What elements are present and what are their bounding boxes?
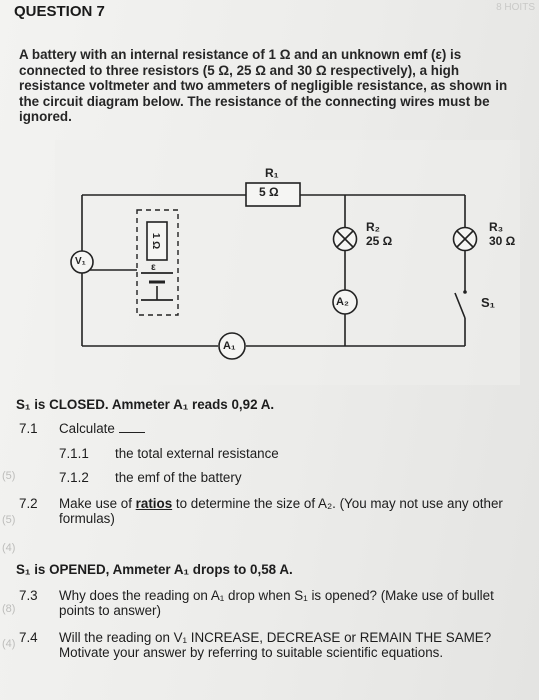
battery-cell xyxy=(141,272,173,301)
ammeter-a2-label: A₂ xyxy=(336,296,349,308)
ammeter-a1-label: A₁ xyxy=(223,340,236,352)
section-opened-heading: S₁ is OPENED, Ammeter A₁ drops to 0,58 A… xyxy=(16,562,293,577)
internal-resistance-label: 1 Ω xyxy=(150,232,162,250)
corner-bleed-text: 8 HOITS xyxy=(496,2,535,13)
emf-label: ε xyxy=(151,262,156,273)
lamp-r2 xyxy=(332,226,358,252)
q73-text: Why does the reading on A₁ drop when S₁ … xyxy=(59,588,494,618)
margin-mark: (5) xyxy=(2,514,16,526)
answer-blank xyxy=(118,432,145,433)
question-title: QUESTION 7 xyxy=(14,3,105,20)
margin-mark: (4) xyxy=(2,542,16,554)
r2-value: 25 Ω xyxy=(366,234,393,248)
ammeter-a2 xyxy=(332,289,358,315)
margin-mark: (4) xyxy=(2,638,16,650)
r1-name: R₁ xyxy=(265,166,279,180)
switch-s1-label: S₁ xyxy=(481,295,496,310)
voltmeter-v1-label: V₁ xyxy=(75,256,86,267)
internal-resistor xyxy=(146,221,168,261)
q73-number: 7.3 xyxy=(19,588,38,603)
r2-name: R₂ xyxy=(366,220,380,234)
q72-number: 7.2 xyxy=(19,496,38,511)
q711-number: 7.1.1 xyxy=(59,446,89,461)
question-intro: A battery with an internal resistance of… xyxy=(19,47,508,125)
ammeter-a1 xyxy=(218,332,246,360)
diagram-panel xyxy=(55,140,520,385)
voltmeter-v1 xyxy=(70,250,137,274)
q712-text: the emf of the battery xyxy=(115,470,242,485)
q74-text: Will the reading on V₁ INCREASE, DECREAS… xyxy=(59,630,492,660)
r1-value: 5 Ω xyxy=(259,185,279,199)
q712-number: 7.1.2 xyxy=(59,470,89,485)
resistor-r1 xyxy=(245,182,301,207)
lamp-r3 xyxy=(452,226,478,252)
switch-s1 xyxy=(454,290,467,319)
q71-number: 7.1 xyxy=(19,421,38,436)
r3-name: R₃ xyxy=(489,220,504,234)
q711-text: the total external resistance xyxy=(115,446,279,461)
margin-mark: (5) xyxy=(2,470,16,482)
r3-value: 30 Ω xyxy=(489,234,516,248)
margin-mark: (8) xyxy=(2,603,16,615)
q72-text: Make use of ratios to determine the size… xyxy=(59,496,503,526)
q74-number: 7.4 xyxy=(19,630,38,645)
q71-text: Calculate xyxy=(59,421,145,436)
section-closed-heading: S₁ is CLOSED. Ammeter A₁ reads 0,92 A. xyxy=(16,397,275,412)
battery-enclosure xyxy=(136,209,179,316)
